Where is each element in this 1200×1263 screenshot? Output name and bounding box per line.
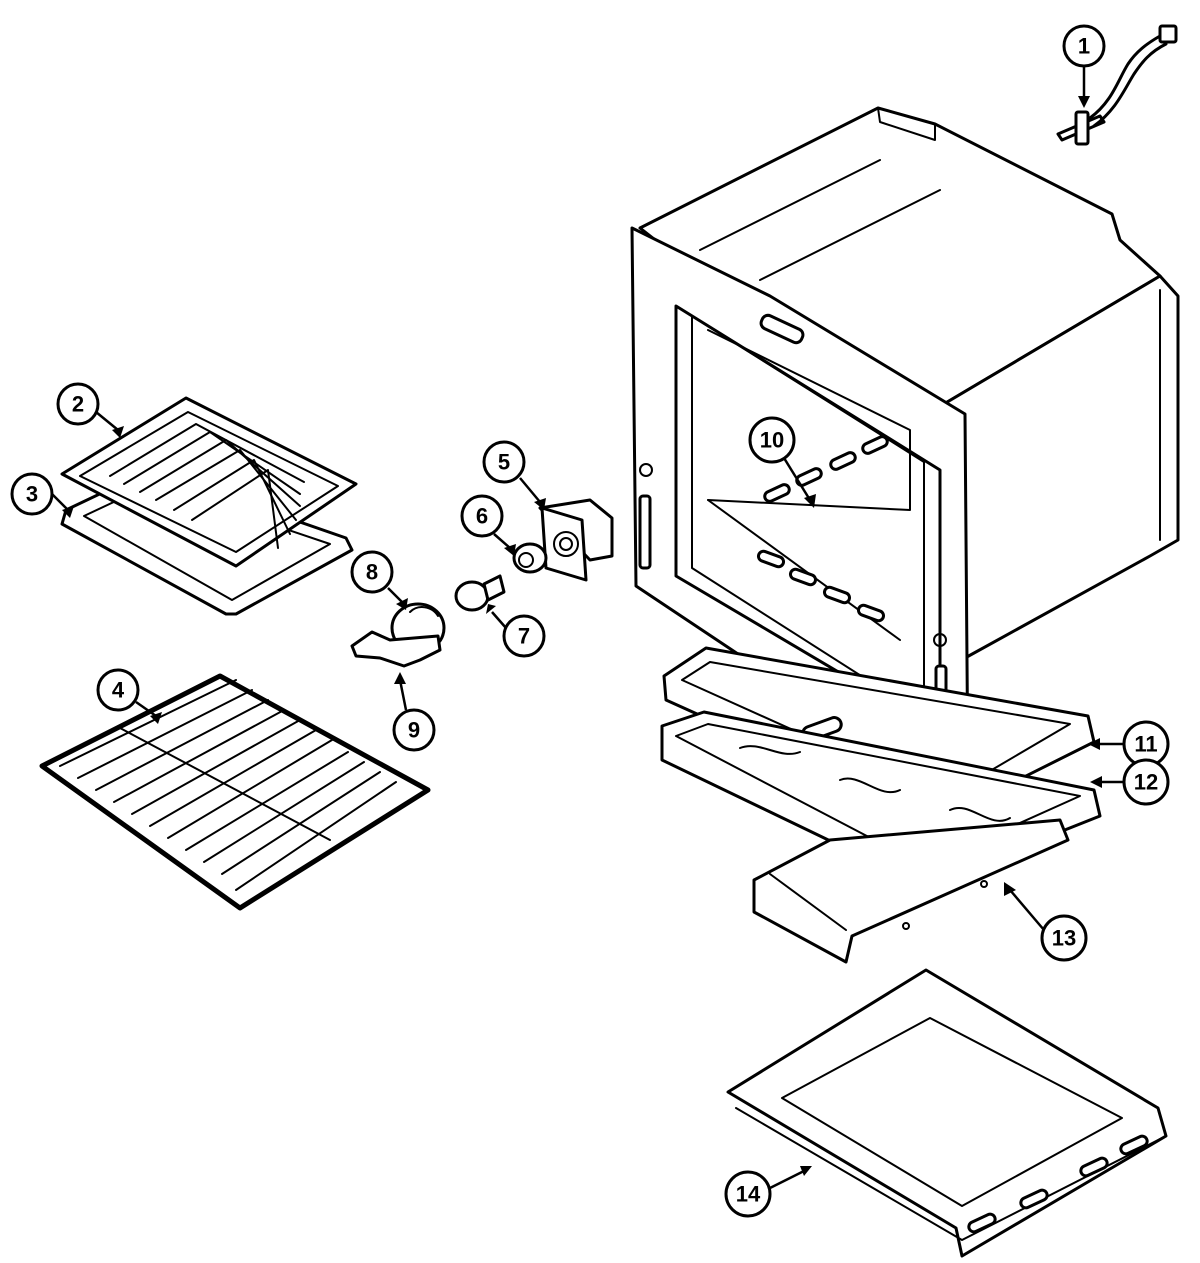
part-light-socket-retainer bbox=[512, 542, 548, 574]
callout-7-label: 7 bbox=[518, 624, 530, 649]
part-drawer-support-panel bbox=[726, 968, 1168, 1258]
leader-lines bbox=[51, 66, 1124, 1190]
callout-1: 1 bbox=[1062, 24, 1106, 68]
callout-12: 12 bbox=[1122, 758, 1170, 806]
part-oven-cavity bbox=[630, 106, 1180, 792]
callout-10-label: 10 bbox=[760, 428, 784, 453]
callout-14-label: 14 bbox=[736, 1182, 761, 1207]
part-light-bulb bbox=[454, 574, 506, 612]
part-broiler-pan-insert bbox=[60, 396, 358, 568]
callout-8: 8 bbox=[350, 550, 394, 594]
callout-6-label: 6 bbox=[476, 504, 488, 529]
part-oven-light-receptacle bbox=[538, 498, 614, 582]
callout-13: 13 bbox=[1040, 914, 1088, 962]
callout-14: 14 bbox=[724, 1170, 772, 1218]
callout-7: 7 bbox=[502, 614, 546, 658]
callout-3: 3 bbox=[10, 472, 54, 516]
callout-10: 10 bbox=[748, 416, 796, 464]
callout-13-label: 13 bbox=[1052, 926, 1076, 951]
callout-8-label: 8 bbox=[366, 560, 378, 585]
callout-4-label: 4 bbox=[112, 678, 125, 703]
callout-1-label: 1 bbox=[1078, 34, 1090, 59]
callout-5: 5 bbox=[482, 440, 526, 484]
callout-5-label: 5 bbox=[498, 450, 510, 475]
callout-11-label: 11 bbox=[1134, 732, 1157, 757]
callout-9-label: 9 bbox=[408, 718, 420, 743]
callout-6: 6 bbox=[460, 494, 504, 538]
callout-12-label: 12 bbox=[1134, 770, 1158, 795]
part-light-cover-bracket bbox=[350, 630, 442, 668]
callout-3-label: 3 bbox=[26, 482, 38, 507]
callout-9: 9 bbox=[392, 708, 436, 752]
callout-4: 4 bbox=[96, 668, 140, 712]
part-oven-rack bbox=[39, 673, 431, 911]
part-oven-sensor bbox=[1056, 24, 1178, 146]
callout-2-label: 2 bbox=[72, 392, 84, 417]
callout-2: 2 bbox=[56, 382, 100, 426]
part-support-bracket bbox=[752, 818, 1070, 964]
